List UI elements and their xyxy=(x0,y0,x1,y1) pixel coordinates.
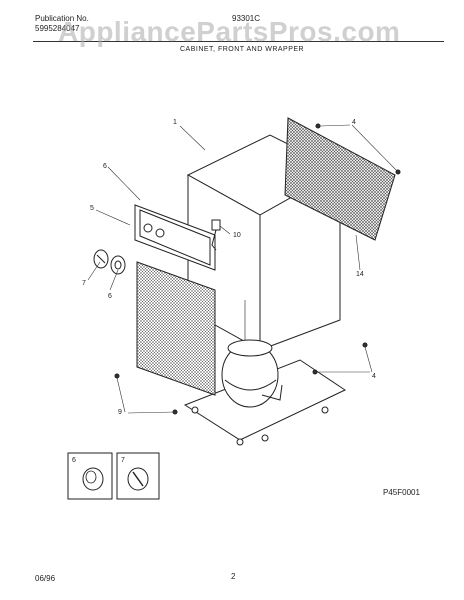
header-rule xyxy=(33,41,444,42)
control-panel xyxy=(134,204,216,322)
footer-date: 06/96 xyxy=(35,574,56,583)
callout-6-panel: 6 xyxy=(103,163,107,170)
publication-info: Publication No. 5995284047 xyxy=(35,14,89,34)
model-number: 93301C xyxy=(232,14,261,23)
section-title: CABINET, FRONT AND WRAPPER xyxy=(180,46,305,53)
callout-7-front: 7 xyxy=(82,280,86,287)
filter-panel xyxy=(284,117,396,241)
callout-5: 5 xyxy=(90,205,94,212)
inset-label-6: 6 xyxy=(72,457,76,464)
figure-code: P45F0001 xyxy=(383,488,420,497)
knobs-front xyxy=(93,249,126,275)
publication-label: Publication No. xyxy=(35,14,89,23)
watermark: AppliancePartsPros.com xyxy=(58,16,401,47)
compressor xyxy=(221,339,283,408)
inset-knob-6: 6 xyxy=(67,452,113,500)
callout-4-bottom: 4 xyxy=(372,373,376,380)
callout-14: 14 xyxy=(356,271,364,278)
callout-1: 1 xyxy=(173,119,177,126)
inset-knob-7: 7 xyxy=(116,452,160,500)
inset-label-7: 7 xyxy=(121,457,125,464)
callout-9: 9 xyxy=(118,409,122,416)
front-grille xyxy=(136,261,216,396)
footer-page-number: 2 xyxy=(231,572,236,581)
leader-lines xyxy=(87,124,399,414)
callout-10: 10 xyxy=(233,232,241,239)
publication-number: 5995284047 xyxy=(35,24,80,33)
callout-4-top: 4 xyxy=(352,119,356,126)
callout-6-front: 6 xyxy=(108,293,112,300)
power-cord xyxy=(211,219,221,251)
